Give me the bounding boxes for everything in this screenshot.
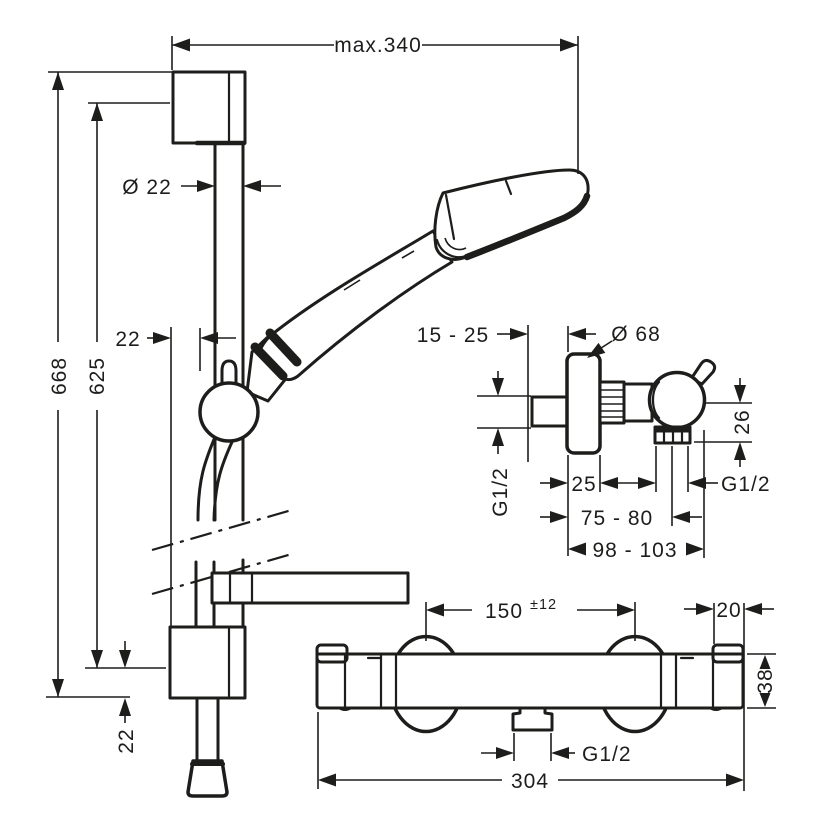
dimension-max-width: max.340 <box>171 34 579 174</box>
dim-outlet-thread-front-label: G1/2 <box>582 743 632 766</box>
dim-hole-distance-label: 625 <box>86 357 109 395</box>
dimension-escutcheon-diameter: Ø 68 <box>587 323 661 358</box>
mixer-side-view: 15 - 25 Ø 68 G1/2 26 <box>417 323 771 562</box>
dimension-hole-distance: 625 <box>85 102 170 669</box>
dim-total-height-label: 668 <box>48 357 71 395</box>
dim-connection-tolerance-label: ±12 <box>530 597 557 613</box>
escutcheon <box>565 352 602 455</box>
left-foot <box>337 708 353 711</box>
dim-escutcheon-diameter-label: Ø 68 <box>611 323 661 346</box>
dim-cap-width-label: 20 <box>716 599 741 622</box>
outlet-front <box>511 706 554 732</box>
dimension-escutcheon-depth: 25 G1/2 <box>540 446 771 556</box>
knob-lever <box>689 358 717 386</box>
dim-wall-distance-label: 15 - 25 <box>417 324 489 347</box>
connection-arm <box>210 571 410 605</box>
dimension-outlet-drop: 26 <box>694 378 754 467</box>
dimension-total-height: 668 <box>46 71 172 698</box>
dim-overall-width-label: 304 <box>511 770 549 793</box>
dim-wall-thread-label: G1/2 <box>489 467 512 517</box>
dim-bottom-offset-label: 22 <box>115 728 138 753</box>
dimension-body-height: 38 <box>747 653 777 709</box>
wall-bar-view: max.340 668 625 Ø 22 <box>46 34 591 798</box>
body-seams <box>337 652 724 711</box>
dimension-overall-width: 304 <box>317 712 744 793</box>
dim-max-width-label: max.340 <box>334 34 422 57</box>
valve-body-side <box>622 382 654 423</box>
dim-connection-distance-label: 150 <box>485 600 523 623</box>
dimension-bottom-offset: 22 <box>115 641 138 754</box>
dim-depth-inner-label: 75 - 80 <box>581 507 653 530</box>
dimension-depth-inner: 75 - 80 <box>540 446 702 530</box>
wall-connector <box>530 395 569 428</box>
dimension-depth-outer: 98 - 103 <box>568 430 705 562</box>
dim-escutcheon-depth-label: 25 <box>571 473 596 496</box>
dimension-bar-diameter: Ø 22 <box>122 176 281 199</box>
hose-end <box>186 696 229 798</box>
outlet-side <box>653 425 692 445</box>
shower-hose-upper <box>196 435 234 522</box>
dimension-wall-distance: 15 - 25 <box>417 324 596 462</box>
dim-slider-offset-label: 22 <box>115 328 140 351</box>
dimension-outlet-thread-front: G1/2 <box>481 733 632 766</box>
dimension-wall-thread: G1/2 <box>477 371 531 517</box>
dim-depth-outer-label: 98 - 103 <box>592 539 677 562</box>
dimension-slider-offset: 22 <box>115 327 236 626</box>
union-nut <box>598 380 626 425</box>
dim-outlet-thread-side-label: G1/2 <box>721 473 771 496</box>
dim-outlet-drop-label: 26 <box>731 409 754 434</box>
spray-face <box>435 238 470 259</box>
dimension-connection-distance: 150 ±12 <box>425 597 636 641</box>
dimension-cap-width: 20 <box>684 599 774 791</box>
dim-bar-diameter-label: Ø 22 <box>122 176 172 199</box>
control-knob <box>647 358 717 430</box>
right-foot <box>708 708 724 711</box>
hand-shower <box>250 168 591 382</box>
bottom-bracket <box>168 625 247 700</box>
slider-knob <box>198 381 260 443</box>
dim-body-height-label: 38 <box>754 668 777 693</box>
top-bracket <box>171 70 247 146</box>
mixer-front-view: 150 ±12 20 38 G1 <box>315 597 777 793</box>
